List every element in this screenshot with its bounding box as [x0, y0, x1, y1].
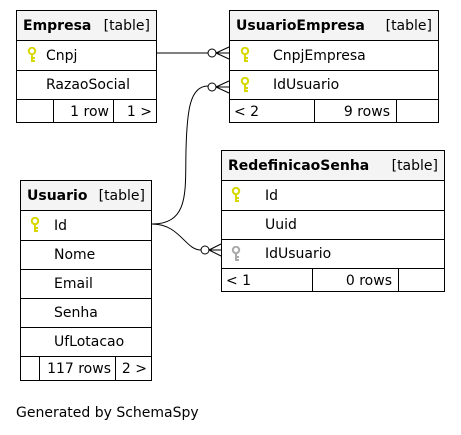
column-name: Cnpj — [46, 47, 78, 64]
column-row[interactable]: Nome — [21, 240, 151, 269]
table-name: Empresa — [23, 17, 92, 34]
key-icon — [30, 217, 40, 232]
column-name: RazaoSocial — [46, 77, 130, 93]
row-count: 117 rows — [47, 360, 111, 377]
table-header[interactable]: RedefinicaoSenha [table] — [222, 151, 444, 180]
key-icon-gray — [231, 246, 241, 261]
table-name: UsuarioEmpresa — [236, 17, 365, 34]
table-usuario-empresa[interactable]: UsuarioEmpresa [table] CnpjEmpresa IdUsu… — [229, 10, 439, 123]
table-header[interactable]: UsuarioEmpresa [table] — [230, 11, 438, 40]
column-row[interactable]: Senha — [21, 298, 151, 327]
children-link[interactable]: 2 > — [115, 357, 151, 380]
row-count: 0 rows — [345, 272, 392, 289]
relation-usuario-redefinicao — [151, 223, 202, 251]
column-name: UfLotacao — [54, 334, 125, 350]
table-footer: 117 rows 2 > — [21, 356, 151, 380]
column-name: Id — [54, 217, 68, 234]
table-type: [table] — [385, 17, 432, 34]
column-name: CnpjEmpresa — [273, 47, 366, 64]
children-cell — [396, 100, 438, 123]
row-count: 9 rows — [343, 103, 390, 120]
column-name: Email — [54, 276, 93, 292]
relation-usuario-usuarioempresa — [151, 85, 209, 225]
parents-count: < 1 — [226, 272, 252, 289]
children-count: 1 > — [126, 103, 152, 120]
key-icon — [240, 47, 250, 62]
table-usuario[interactable]: Usuario [table] Id Nome Email Senha UfLo… — [20, 180, 152, 381]
column-row[interactable]: IdUsuario — [222, 239, 444, 268]
table-footer: < 1 0 rows — [222, 268, 444, 292]
column-row[interactable]: Cnpj — [17, 40, 156, 70]
relation-empresa-crowfoot — [215, 46, 230, 60]
parents-link[interactable]: < 2 — [234, 100, 314, 123]
table-empresa[interactable]: Empresa [table] Cnpj RazaoSocial 1 row 1… — [16, 10, 157, 123]
column-row[interactable]: Id — [222, 180, 444, 210]
column-name: IdUsuario — [273, 77, 340, 93]
key-icon — [231, 187, 241, 202]
table-name: RedefinicaoSenha — [228, 157, 370, 174]
column-row[interactable]: RazaoSocial — [17, 70, 156, 99]
table-footer: 1 row 1 > — [17, 99, 156, 123]
key-icon — [27, 47, 37, 62]
generated-by-text: Generated by SchemaSpy — [16, 405, 199, 421]
row-count-cell: 117 rows — [39, 357, 115, 380]
row-count-cell: 9 rows — [314, 100, 396, 123]
relation-usuario-rs-crowfoot — [208, 243, 222, 257]
column-row[interactable]: CnpjEmpresa — [230, 40, 438, 70]
table-type: [table] — [98, 187, 145, 204]
table-header[interactable]: Usuario [table] — [21, 181, 151, 210]
column-name: Nome — [54, 247, 96, 263]
table-type: [table] — [103, 17, 150, 34]
column-row[interactable]: Uuid — [222, 210, 444, 239]
column-row[interactable]: IdUsuario — [230, 70, 438, 99]
column-name: IdUsuario — [265, 246, 332, 262]
row-count: 1 row — [70, 103, 109, 120]
relation-usuario-ue-optional-marker — [207, 82, 217, 92]
children-cell — [398, 269, 444, 292]
row-count-cell: 1 row — [53, 100, 113, 123]
key-icon — [240, 77, 250, 92]
parents-link[interactable]: < 1 — [226, 269, 312, 292]
column-row[interactable]: Email — [21, 269, 151, 298]
table-footer: < 2 9 rows — [230, 99, 438, 123]
column-row[interactable]: UfLotacao — [21, 327, 151, 356]
column-name: Senha — [54, 305, 98, 321]
parents-count: < 2 — [234, 103, 260, 120]
children-link[interactable]: 1 > — [113, 100, 156, 123]
table-header[interactable]: Empresa [table] — [17, 11, 156, 40]
relation-empresa-optional-marker — [207, 48, 217, 58]
column-name: Id — [265, 187, 279, 204]
column-row[interactable]: Id — [21, 210, 151, 240]
table-name: Usuario — [27, 187, 88, 204]
table-type: [table] — [391, 157, 438, 174]
relation-usuario-rs-optional-marker — [200, 245, 210, 255]
relation-usuario-ue-crowfoot — [215, 80, 230, 94]
column-name: Uuid — [265, 217, 297, 233]
row-count-cell: 0 rows — [312, 269, 398, 292]
children-count: 2 > — [121, 360, 147, 377]
table-redefinicao-senha[interactable]: RedefinicaoSenha [table] Id Uuid IdUsuar… — [221, 150, 445, 292]
